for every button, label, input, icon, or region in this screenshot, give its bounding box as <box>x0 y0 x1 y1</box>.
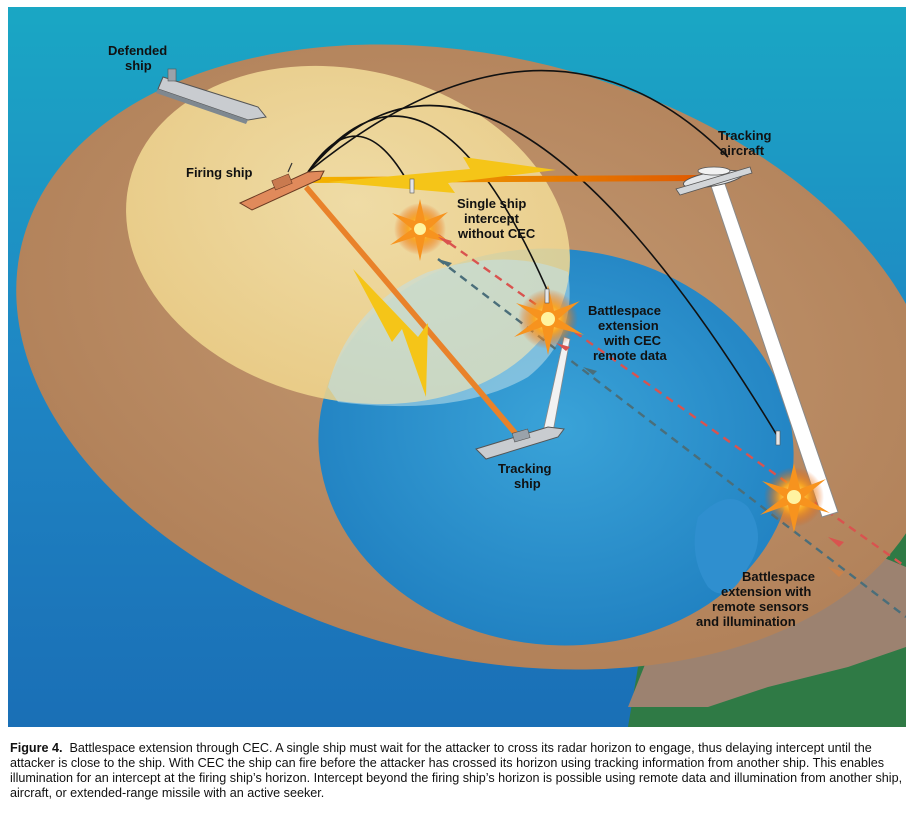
label-defended-ship: Defended ship <box>108 43 171 73</box>
cec-diagram: Defended ship Firing ship Tracking aircr… <box>8 7 906 727</box>
attacker-icon-3 <box>556 343 570 351</box>
attacker-icon-6 <box>828 567 844 577</box>
explosion-single-ship <box>390 199 452 261</box>
diagram-area: Defended ship Firing ship Tracking aircr… <box>8 7 906 727</box>
label-battlespace-cec: Battlespace extension with CEC remote da… <box>588 303 667 363</box>
explosion-cec-remote <box>514 285 584 355</box>
attacker-icon-4 <box>583 367 597 375</box>
lightning-firing-to-aircraft <box>328 157 556 193</box>
missile-icon-3 <box>775 430 781 446</box>
defended-ship-icon <box>156 68 267 124</box>
tracking-ship-icon <box>475 426 565 460</box>
attacker-icon-5 <box>828 537 844 547</box>
overlap-zone <box>328 259 570 407</box>
attacker-icon-2 <box>438 259 452 267</box>
label-tracking-ship: Tracking ship <box>498 461 555 491</box>
label-firing-ship: Firing ship <box>186 165 253 180</box>
label-battlespace-remote: Battlespace extension with remote sensor… <box>696 569 819 629</box>
caption-text: Battlespace extension through CEC. A sin… <box>10 741 903 800</box>
attacker-path-2 <box>437 258 906 618</box>
firing-ship-icon <box>238 162 325 211</box>
tracking-aircraft-icon <box>675 166 753 196</box>
missile-icon-1 <box>409 178 415 194</box>
trajectory-long <box>307 104 779 438</box>
trajectory-aircraft <box>307 69 729 173</box>
missile-icon-2 <box>544 288 550 304</box>
label-single-ship-intercept: Single ship intercept without CEC <box>457 196 536 241</box>
trajectory-medium <box>307 115 549 293</box>
figure-label: Figure 4. <box>10 741 63 755</box>
attacker-icon-1 <box>438 237 452 245</box>
inland-water <box>694 499 758 594</box>
explosion-remote-sensors <box>760 463 830 533</box>
tracking-illumination-beam <box>304 185 518 436</box>
lightning-firing-to-tracking <box>353 269 428 397</box>
figure-caption: Figure 4. Battlespace extension through … <box>10 741 903 801</box>
missile-trajectories <box>307 69 779 438</box>
attacker-icons <box>438 237 844 577</box>
label-tracking-aircraft: Tracking aircraft <box>718 128 775 158</box>
